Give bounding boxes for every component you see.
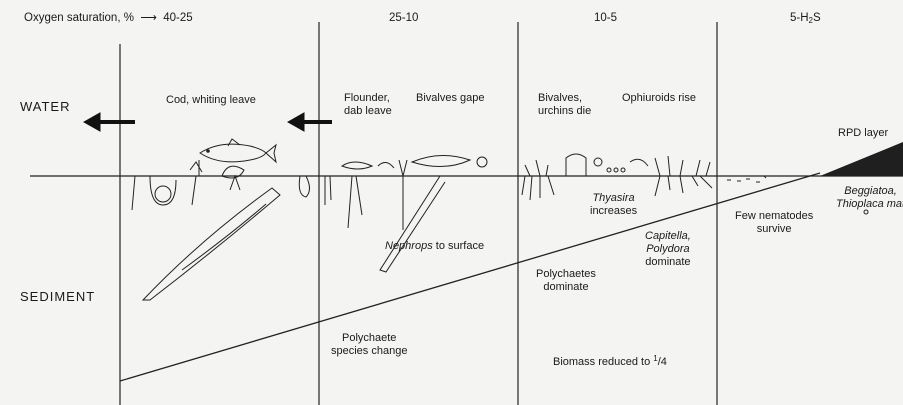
flounder-annotation: Flounder, dab leave xyxy=(344,92,392,118)
biomass-text: Biomass reduced to xyxy=(553,356,650,368)
zone-label-3: 10-5 xyxy=(594,12,617,25)
polychaetes-line-1: Polychaetes xyxy=(536,268,596,281)
oxygen-saturation-label: Oxygen saturation, % ⟶ 40-25 xyxy=(24,12,193,25)
nematodes-annotation: Few nematodes survive xyxy=(735,210,813,236)
depth-gradient-line xyxy=(120,173,820,381)
bivalves-die-line-2: urchins die xyxy=(538,105,591,118)
beggiatoa-line-2: Thioplaca mat xyxy=(836,198,903,211)
capitella-line-2: Polydora xyxy=(645,243,691,256)
arrow-right-icon: ⟶ xyxy=(137,12,160,24)
capitella-line-3: dominate xyxy=(645,256,691,269)
left-arrow-2 xyxy=(288,113,332,131)
bivalves-die-annotation: Bivalves, urchins die xyxy=(538,92,591,118)
species-change-annotation: Polychaete species change xyxy=(331,332,407,358)
flounder-line-2: dab leave xyxy=(344,105,392,118)
nephrops-text: to surface xyxy=(433,240,484,252)
polychaetes-annotation: Polychaetes dominate xyxy=(536,268,596,294)
sediment-label: SEDIMENT xyxy=(20,290,95,303)
thyasira-annotation: Thyasira increases xyxy=(590,192,637,218)
bivalves-gape-annotation: Bivalves gape xyxy=(416,92,485,105)
left-arrow-1 xyxy=(84,113,135,131)
thyasira-line-1: Thyasira xyxy=(590,192,637,205)
bivalves-die-line-1: Bivalves, xyxy=(538,92,591,105)
benthic-fauna-zone-2 xyxy=(325,155,487,272)
capitella-annotation: Capitella, Polydora dominate xyxy=(645,230,691,269)
rpd-layer-wedge xyxy=(820,142,903,176)
nematodes-line-1: Few nematodes xyxy=(735,210,813,223)
beggiatoa-line-1: Beggiatoa, xyxy=(836,185,903,198)
zone-label-4-tail: S xyxy=(813,12,821,24)
oxygen-label-text: Oxygen saturation, % xyxy=(24,12,134,24)
beggiatoa-annotation: Beggiatoa, Thioplaca mat xyxy=(836,185,903,211)
cod-annotation: Cod, whiting leave xyxy=(166,94,256,107)
biomass-annotation: Biomass reduced to 1/4 xyxy=(553,356,667,369)
nephrops-name: Nephrops xyxy=(385,240,433,252)
zone-label-4-main: 5-H xyxy=(790,12,809,24)
thyasira-line-2: increases xyxy=(590,205,637,218)
capitella-line-1: Capitella, xyxy=(645,230,691,243)
ophiuroids-annotation: Ophiuroids rise xyxy=(622,92,696,105)
fish-icon xyxy=(200,139,276,162)
zone-label-1: 40-25 xyxy=(163,12,192,24)
biomass-fraction-den: /4 xyxy=(658,356,667,368)
polychaetes-line-2: dominate xyxy=(536,281,596,294)
benthic-fauna-zone-1 xyxy=(132,160,310,300)
zone-label-2: 25-10 xyxy=(389,12,418,25)
zone-label-4: 5-H2S xyxy=(790,12,821,25)
species-change-line-1: Polychaete xyxy=(331,332,407,345)
rpd-layer-label: RPD layer xyxy=(838,127,888,140)
species-change-line-2: species change xyxy=(331,345,407,358)
nephrops-annotation: Nephrops to surface xyxy=(385,240,484,253)
nematodes-line-2: survive xyxy=(735,223,813,236)
flounder-line-1: Flounder, xyxy=(344,92,392,105)
water-label: WATER xyxy=(20,100,71,113)
